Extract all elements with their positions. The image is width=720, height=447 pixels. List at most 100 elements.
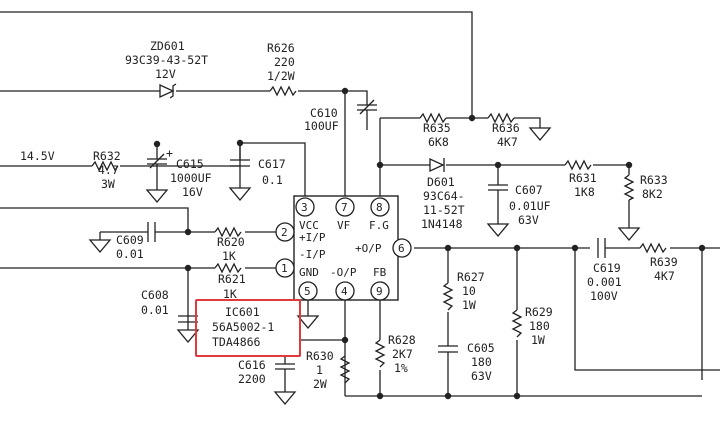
ground-icon [296, 315, 320, 330]
c605-symbol [438, 345, 458, 353]
d601-ref: D601 [427, 175, 455, 189]
c607-symbol [488, 184, 508, 191]
r626-rating: 1/2W [267, 69, 295, 83]
c619-ref: C619 [593, 261, 621, 275]
c619-symbol [597, 238, 606, 258]
capacitor-symbols: + [147, 99, 606, 370]
ip-label: +I/P [299, 231, 326, 244]
r631-ref: R631 [569, 171, 597, 185]
c605-value: 180 [471, 355, 492, 369]
resistor-symbols [91, 85, 667, 384]
pin-1: 1 [281, 262, 288, 275]
pin-6: 6 [398, 242, 405, 255]
r631-value: 1K8 [574, 185, 595, 199]
r633-symbol [623, 174, 635, 201]
ic601-pin-labels: VCC +I/P -I/P GND VF F.G +O/P -O/P FB [299, 219, 389, 279]
r629-rating: 1W [531, 333, 545, 347]
c610-value: 100UF [304, 119, 339, 133]
pin-8: 8 [376, 201, 383, 214]
r627-rating: 1W [462, 298, 476, 312]
c617-value: 0.1 [262, 173, 283, 187]
c605-ref: C605 [467, 341, 495, 355]
zd601-part: 93C39-43-52T [125, 53, 208, 67]
om-label: -O/P [330, 266, 357, 279]
d601-part2: 11-52T [423, 203, 465, 217]
pin-5: 5 [304, 285, 311, 298]
diode-symbols [159, 83, 445, 173]
vf-label: VF [337, 219, 350, 232]
pin-7: 7 [341, 201, 348, 214]
c616-symbol [275, 363, 295, 370]
r636-ref: R636 [492, 121, 520, 135]
r627-ref: R627 [457, 270, 485, 284]
highlight-box [195, 299, 301, 357]
c617-ref: C617 [258, 157, 286, 171]
ic601-part: 56A5002-1 [212, 320, 274, 334]
r635-value: 6K8 [428, 135, 449, 149]
pin-3: 3 [301, 201, 308, 214]
r636-symbol [487, 112, 515, 124]
d601-part: 93C64- [423, 189, 465, 203]
d601-part3: 1N4148 [421, 217, 463, 231]
r628-symbol [374, 339, 386, 368]
r628-rating: 1% [394, 361, 408, 375]
r630-rating: 2W [313, 377, 327, 391]
ic601-pin-numbers: 3 7 8 2 1 6 5 4 9 [281, 201, 405, 298]
r628-value: 2K7 [392, 347, 413, 361]
ic601-type: TDA4866 [212, 335, 261, 349]
component-labels: ZD601 93C39-43-52T 12V R626 220 1/2W C61… [20, 39, 678, 391]
junction-dots [153, 87, 706, 400]
r633-ref: R633 [640, 173, 668, 187]
ground-symbols [88, 127, 641, 406]
r635-symbol [419, 112, 447, 124]
c610-ref: C610 [310, 106, 338, 120]
r620-ref: R620 [217, 235, 245, 249]
ground-icon [528, 127, 552, 142]
r620-value: 1K [222, 249, 236, 263]
r635-ref: R635 [423, 121, 451, 135]
r632-value: 4.7 [98, 163, 119, 177]
r633-value: 8K2 [642, 187, 663, 201]
r632-ref: R632 [93, 149, 121, 163]
r627-symbol [442, 282, 454, 311]
wires [0, 11, 720, 397]
supply-14v5: 14.5V [20, 149, 55, 163]
c615-ref: C615 [176, 157, 204, 171]
pin-2: 2 [281, 226, 288, 239]
c619-value: 0.001 [587, 275, 622, 289]
c607-rating: 63V [518, 213, 539, 227]
r620-symbol [214, 226, 242, 238]
op-label: +O/P [355, 242, 382, 255]
fb-label: FB [373, 266, 387, 279]
r621-value: 1K [223, 287, 237, 301]
c607-ref: C607 [515, 183, 543, 197]
r626-ref: R626 [267, 41, 295, 55]
r629-ref: R629 [525, 305, 553, 319]
c615-symbol: + [147, 146, 173, 169]
fg-label: F.G [369, 219, 389, 232]
zd601-ref: ZD601 [150, 39, 185, 53]
r632-symbol [91, 160, 119, 172]
zd601-symbol [159, 83, 177, 99]
c615-rating: 16V [182, 185, 203, 199]
r630-ref: R630 [306, 349, 334, 363]
c607-value: 0.01UF [509, 199, 551, 213]
ic601-ident: IC601 56A5002-1 TDA4866 [195, 299, 301, 357]
c608-symbol [178, 315, 198, 323]
c605-rating: 63V [471, 369, 492, 383]
c616-ref: C616 [238, 358, 266, 372]
r626-symbol [269, 85, 297, 97]
r630-value: 1 [316, 363, 323, 377]
c609-ref: C609 [116, 233, 144, 247]
c616-value: 2200 [238, 372, 266, 386]
vcc-label: VCC [299, 219, 319, 232]
ground-icon [176, 329, 200, 344]
svg-text:+: + [166, 146, 173, 160]
ground-icon [617, 227, 641, 242]
r628-ref: R628 [388, 333, 416, 347]
r621-symbol [214, 262, 242, 274]
r636-value: 4K7 [497, 135, 518, 149]
c608-value: 0.01 [141, 303, 169, 317]
im-label: -I/P [299, 248, 326, 261]
